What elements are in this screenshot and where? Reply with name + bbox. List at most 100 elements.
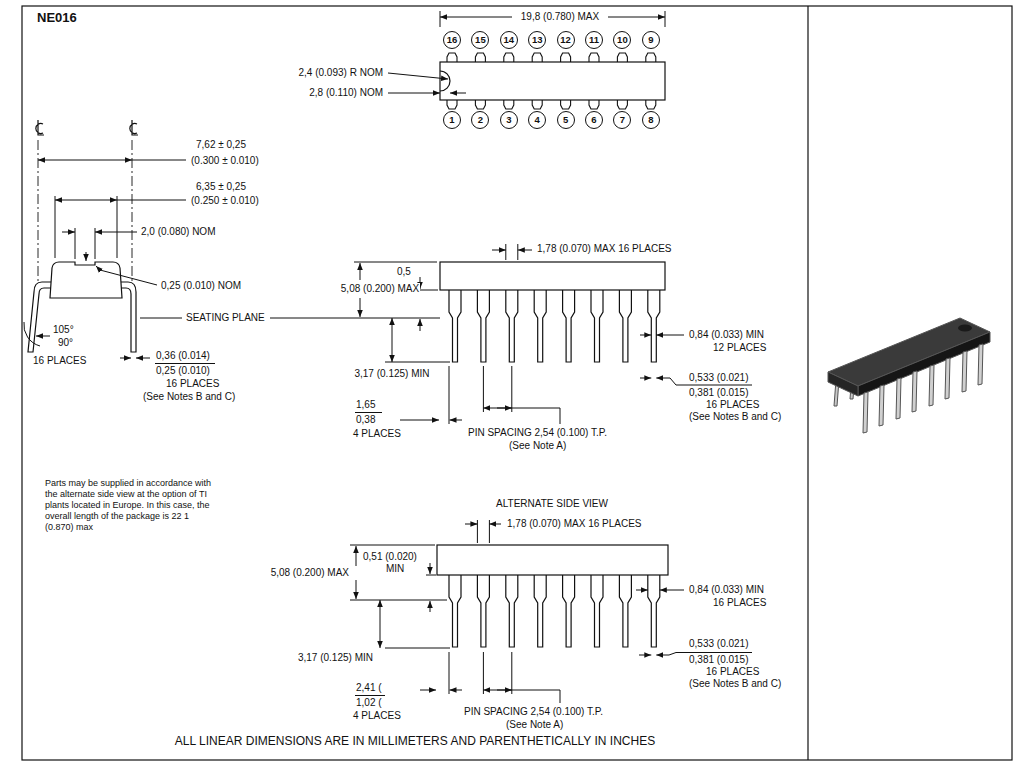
pin-number: 5 (563, 115, 568, 125)
package-photo (879, 385, 884, 426)
note-reference: (See Notes B and C) (688, 678, 782, 690)
dimension-lines (660, 590, 684, 591)
end-view (50, 262, 122, 298)
dimension-label: 0,84 (0.033) MIN (688, 329, 765, 341)
pin-number-circle: 12 (557, 31, 575, 49)
dimension-lines (440, 11, 441, 27)
dimension-note: 12 PLACES (712, 342, 767, 354)
top-view (475, 53, 485, 62)
dimension-lines (430, 563, 431, 574)
dimension-label: PIN SPACING 2,54 (0.100) T.P. (463, 706, 604, 718)
dimension-lines (400, 420, 439, 421)
dimension-lines (356, 580, 357, 599)
pin-number-circle: 4 (528, 111, 546, 129)
top-view (561, 53, 571, 62)
dimension-lines (117, 196, 118, 258)
note-reference: (See Notes B and C) (142, 391, 236, 403)
dimension-lines (155, 363, 215, 364)
top-view (532, 100, 542, 109)
package-photo (828, 318, 990, 433)
pin-number: 4 (535, 115, 540, 125)
dimension-note: 16 PLACES (705, 399, 760, 411)
package-photo (863, 344, 983, 433)
dimension-lines (95, 232, 108, 233)
alternate-side-view (437, 545, 668, 647)
dimension-lines (350, 545, 435, 546)
angle-label: 90° (57, 337, 74, 349)
top-view (646, 100, 656, 109)
dimension-label: 0,25 (0.010) (155, 365, 211, 377)
dimension-lines (388, 73, 448, 79)
dimension-lines (511, 366, 512, 412)
note-reference: (See Note A) (505, 719, 564, 731)
top-view (617, 100, 627, 109)
side-view (591, 290, 603, 362)
frame (22, 6, 1012, 760)
dimension-label: 0,533 (0.021) (688, 372, 750, 384)
dimension-lines (489, 520, 490, 543)
dimension-lines (36, 336, 50, 337)
dimension-lines (75, 228, 76, 259)
alternate-side-view (563, 575, 575, 647)
dimension-lines (96, 266, 157, 285)
side-view (440, 262, 665, 290)
dimension-label: 19,8 (0.780) MAX (520, 11, 600, 23)
dimension-note: 16 PLACES (712, 597, 767, 609)
pin-number: 10 (617, 35, 628, 45)
dimension-lines (140, 318, 182, 319)
dimension-lines (117, 200, 186, 201)
dimension-lines (360, 263, 361, 280)
pin-number: 11 (589, 35, 599, 45)
dimension-label: PIN SPACING 2,54 (0.100) T.P. (467, 427, 608, 439)
alternate-side-view (648, 575, 660, 647)
dimension-lines (518, 250, 532, 251)
frame (22, 6, 1012, 760)
note-reference: (See Note A) (508, 440, 567, 452)
pin-number-circle: 10 (613, 31, 631, 49)
pin-number-circle: 16 (443, 31, 461, 49)
view-title: ALTERNATE SIDE VIEW (495, 498, 609, 510)
dimension-lines (24, 322, 40, 346)
dimension-label: 5,08 (0.200) MAX (270, 567, 350, 579)
dimension-label: 2,4 (0.093) R NOM (298, 67, 384, 79)
dimension-lines (350, 520, 752, 703)
top-view (475, 100, 485, 109)
dimension-lines (489, 524, 501, 525)
seating-plane-label: SEATING PLANE (185, 312, 266, 324)
end-view (132, 140, 133, 300)
side-view (506, 290, 518, 362)
dimension-lines (388, 11, 665, 93)
dimension-label: (0.250 ± 0.010) (190, 195, 260, 207)
dimension-label: 6,35 ± 0,25 (195, 181, 247, 193)
pin-number-circle: 2 (471, 111, 489, 129)
dimension-lines (385, 362, 450, 363)
dimension-label: 7,62 ± 0,25 (195, 139, 247, 151)
alternate-side-view (449, 575, 461, 647)
dimension-lines (356, 546, 357, 566)
pin-number-circle: 1 (443, 111, 461, 129)
package-photo (858, 332, 990, 396)
dimension-lines (86, 252, 87, 261)
alternate-side-view (437, 545, 668, 575)
dimension-label: 0,381 (0.015) (688, 387, 750, 399)
package-photo (929, 365, 934, 406)
dimension-lines (62, 232, 75, 233)
pin-number: 6 (591, 115, 596, 125)
dimension-lines (450, 420, 463, 421)
frame (807, 6, 808, 760)
dimension-lines (656, 378, 670, 379)
end-view (130, 120, 138, 135)
dimension-label: (0.300 ± 0.010) (190, 155, 260, 167)
pin-number-circle: 7 (613, 111, 631, 129)
dimension-lines (511, 652, 512, 694)
dimension-lines (465, 524, 477, 525)
dimension-lines (640, 378, 651, 379)
package-photo (978, 344, 983, 385)
dimension-label: 3,17 (0.125) MIN (297, 652, 374, 664)
top-view (440, 62, 665, 100)
pin-number-circle: 13 (528, 31, 546, 49)
dimension-label: MIN (385, 563, 405, 575)
dimension-lines (108, 232, 137, 233)
pin-number: 1 (449, 115, 454, 125)
dimension-lines (385, 648, 450, 649)
